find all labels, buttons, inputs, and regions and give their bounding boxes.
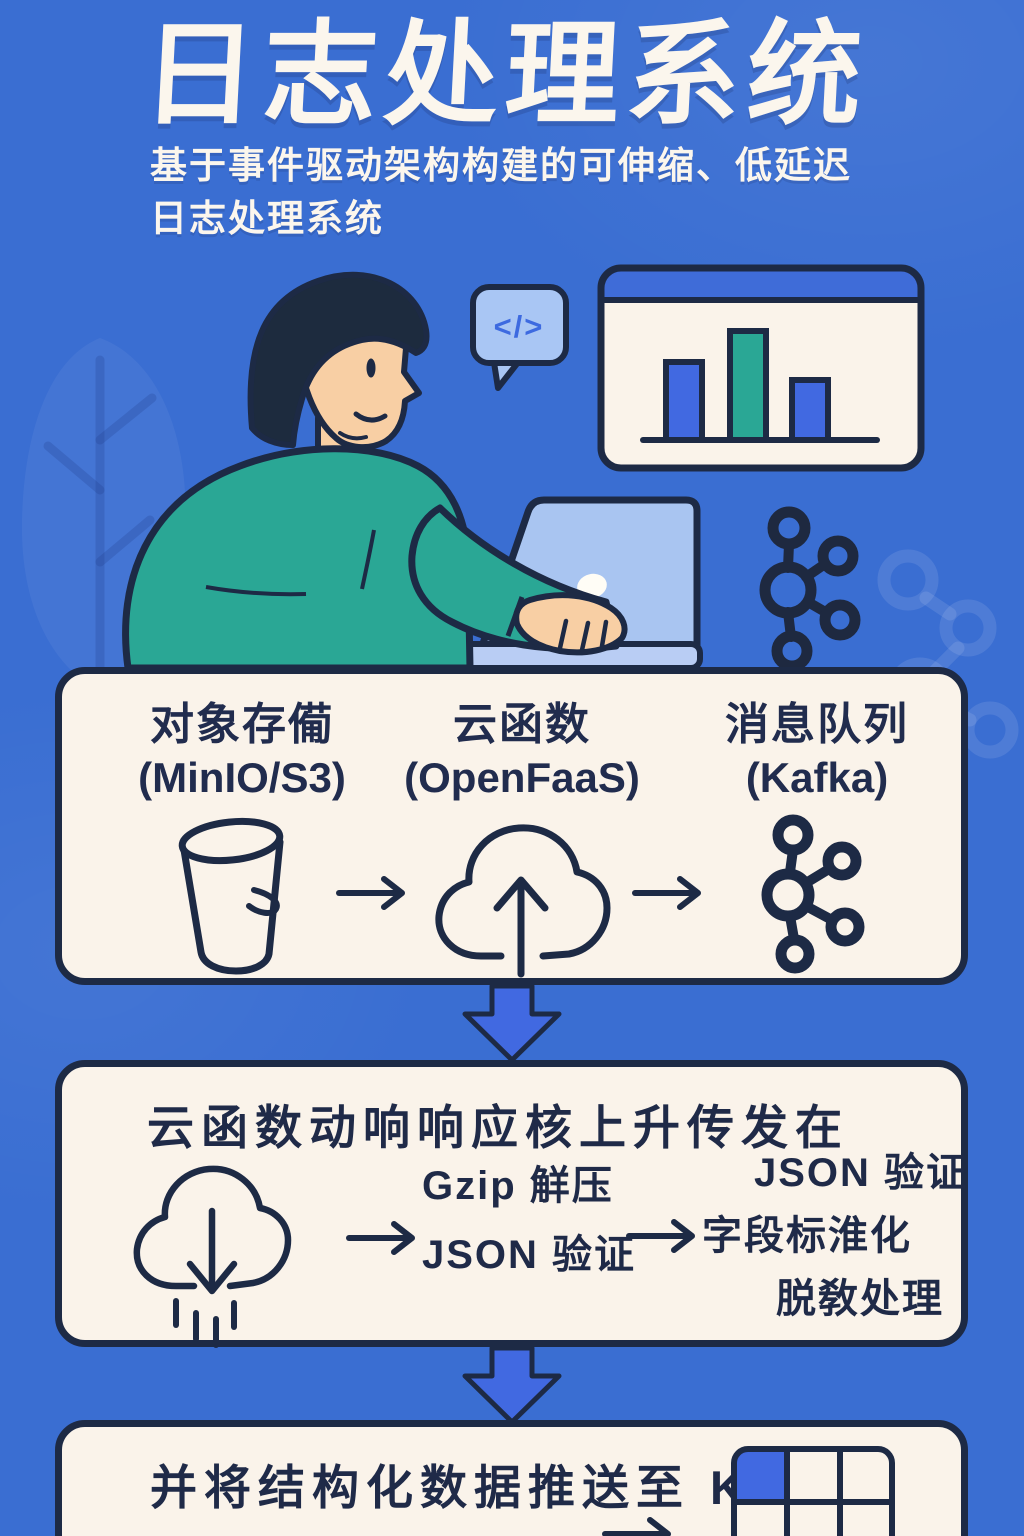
arrow-right-icon: [632, 876, 701, 910]
component-subtitle: (Kafka): [745, 753, 889, 801]
bucket-icon: [178, 817, 284, 975]
subtitle-line-1: 基于事件驱动架构构建的可伸缩、低延迟: [150, 145, 852, 186]
arrow-right-icon: [346, 1221, 415, 1255]
flow-card-processing: 云函数动响响应核上升传发在 Gzip 觧压 JSON 验证: [55, 1060, 968, 1348]
bar-chart-window-icon: [597, 264, 925, 472]
cloud-upload-icon: [435, 824, 611, 978]
flow-card-components: 对象存僃 (MinIO/S3) 云函数 (OpenFaaS) 消息队列 (Kaf…: [55, 667, 968, 985]
component-title: 云函数: [453, 700, 591, 749]
step-json-validate: JSON 验证: [422, 1232, 637, 1277]
component-object-storage: 对象存僃 (MinIO/S3): [82, 698, 402, 803]
person-body: [122, 445, 474, 672]
step-json-validate: JSON 验证: [754, 1151, 969, 1195]
flow-card-push-to-kafka: 并将结构化数据推送至 Kafka: [55, 1420, 968, 1536]
person-hand: [513, 592, 628, 656]
component-message-queue: 消息队列 (Kafka): [667, 698, 967, 803]
arrow-right-icon: [626, 1219, 695, 1253]
person-illustration: [122, 271, 628, 672]
component-cloud-function: 云函数 (OpenFaaS): [372, 698, 672, 803]
processing-step-group-1: Gzip 觧压 JSON 验证: [422, 1152, 636, 1290]
processing-heading: 云函数动响响应核上升传发在: [147, 1101, 849, 1154]
kafka-logo-icon: [759, 506, 861, 672]
code-speech-bubble-icon: </>: [470, 284, 569, 391]
component-subtitle: (MinIO/S3): [138, 753, 346, 801]
table-grid-icon: [731, 1446, 895, 1536]
page-subtitle: 基于事件驱动架构构建的可伸缩、低延迟 日志处理系统: [150, 140, 852, 245]
component-subtitle: (OpenFaaS): [404, 753, 640, 801]
processing-step-group-2: JSON 验证 字段标淮化 脱敎处理: [702, 1142, 968, 1332]
arrow-right-icon: [336, 876, 405, 910]
step-field-normalize: 字段标淮化: [702, 1214, 912, 1259]
flow-down-arrow-icon: [462, 1346, 562, 1425]
hero-illustration: </>: [122, 264, 925, 672]
flow-down-arrow-icon: [462, 984, 562, 1063]
kafka-icon: [761, 814, 865, 974]
page-title: 日志处理系统: [139, 12, 872, 139]
component-title: 对象存僃: [150, 700, 334, 749]
component-title: 消息队列: [725, 700, 909, 749]
arrow-right-icon: [602, 1517, 671, 1536]
step-gzip-decompress: Gzip 觧压: [422, 1164, 614, 1208]
cloud-download-icon: [133, 1165, 292, 1348]
person-hair: [247, 271, 430, 448]
step-data-masking: 脱敎处理: [776, 1277, 944, 1322]
subtitle-line-2: 日志处理系统: [150, 197, 384, 239]
code-bubble-text: </>: [494, 309, 545, 344]
